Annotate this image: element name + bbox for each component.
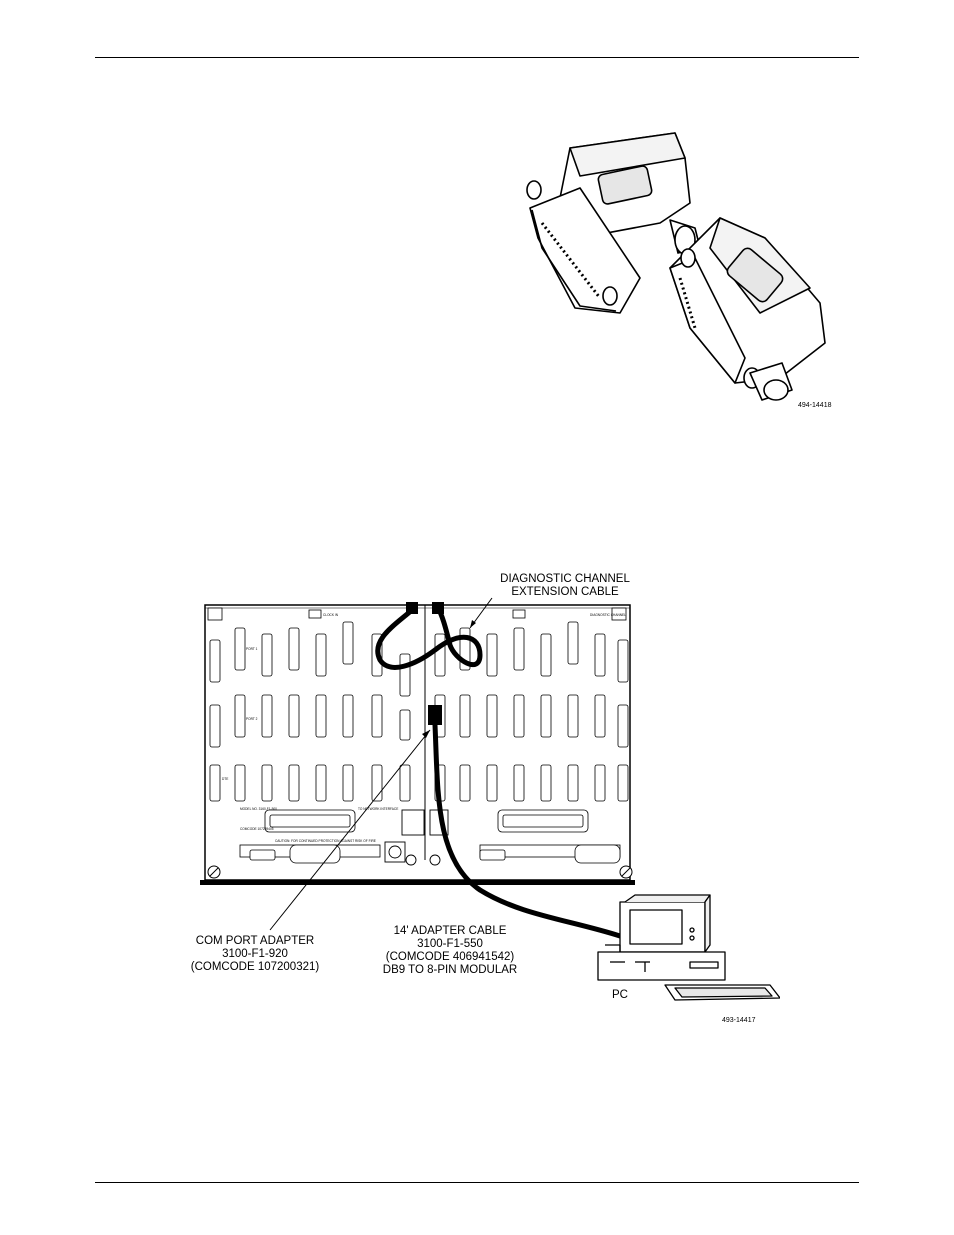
- footer-rule: [95, 1182, 859, 1183]
- panel-dte-label: DTE: [222, 777, 228, 781]
- com-adapter-callout-line3: (COMCODE 107200321): [191, 961, 320, 973]
- pc-label: PC: [612, 989, 628, 1001]
- header-rule: [95, 57, 859, 58]
- com-adapter-leader: [269, 729, 431, 931]
- adapter-connector-right: [669, 217, 826, 401]
- com-adapter-callout: COM PORT ADAPTER 3100-F1-920 (COMCODE 10…: [191, 935, 320, 973]
- com-port-adapter: [428, 705, 442, 725]
- adapter-cable-callout-line2: 3100-F1-550: [417, 938, 483, 950]
- diagnostic-plug-right: [432, 602, 444, 614]
- adapter-cable-callout-line4: DB9 TO 8-PIN MODULAR: [383, 964, 517, 976]
- figure1-id: 494-14418: [798, 402, 832, 409]
- figure2-id: 493-14417: [722, 1017, 756, 1024]
- panel-caution-label: CAUTION: FOR CONTINUED PROTECTION AGAINS…: [275, 839, 376, 843]
- panel-port1-label: PORT 1: [246, 647, 258, 651]
- diagnostic-plug-left: [406, 602, 418, 614]
- panel-network-label: TO NETWORK INTERFACE: [358, 807, 398, 811]
- panel-clock-in-label: CLOCK IN: [323, 613, 339, 617]
- adapter-cable-callout-line3: (COMCODE 406941542): [386, 951, 515, 963]
- diagnostic-extension-cable: [375, 605, 483, 670]
- chassis-back-panel: CLOCK IN PORT 1 PORT 2 DTE MODEL NO. 316…: [200, 604, 635, 885]
- com-adapter-callout-line1: COM PORT ADAPTER: [196, 935, 314, 947]
- diagnostic-cable-callout-line2: EXTENSION CABLE: [511, 586, 619, 598]
- adapter-cable-callout: 14' ADAPTER CABLE 3100-F1-550 (COMCODE 4…: [383, 925, 517, 976]
- pc-illustration: [597, 894, 780, 1001]
- panel-port2-label: PORT 2: [246, 717, 258, 721]
- diagnostic-connection-figure: DIAGNOSTIC CHANNEL EXTENSION CABLE: [191, 573, 780, 1024]
- adapter-connector-left: [526, 132, 701, 314]
- adapter-connectors-figure: 494-14418: [526, 132, 832, 409]
- diagnostic-cable-callout-line1: DIAGNOSTIC CHANNEL: [500, 573, 630, 585]
- adapter-cable: [432, 722, 623, 939]
- adapter-cable-callout-line1: 14' ADAPTER CABLE: [394, 925, 507, 937]
- com-adapter-callout-line2: 3100-F1-920: [222, 948, 288, 960]
- panel-diagnostic-label: DIAGNOSTIC CHANNEL: [590, 613, 626, 617]
- panel-model-label: MODEL NO. 3160-F1-500: [240, 807, 277, 811]
- panel-comcode-label: COMCODE 107239405: [240, 827, 274, 831]
